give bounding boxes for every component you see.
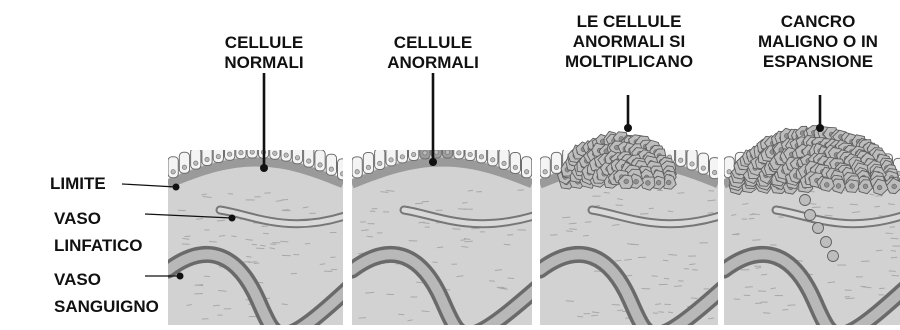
- epithelial-cell: [281, 140, 291, 161]
- epithelial-cell: [292, 143, 302, 164]
- leader-dot: [816, 124, 824, 132]
- stage-label-abnormal-cells: CELLULE ANORMALI: [368, 33, 498, 73]
- epithelial-cell: [315, 150, 325, 171]
- epithelial-cell: [420, 138, 430, 159]
- epithelial-cell: [270, 138, 280, 159]
- stage-label-malignant-cancer: CANCRO MALIGNO O IN ESPANSIONE: [743, 12, 893, 72]
- epithelial-cell: [375, 148, 385, 169]
- epithelial-cell: [179, 152, 189, 173]
- tissue-panel-2: [352, 137, 552, 325]
- epithelial-cell: [510, 152, 520, 173]
- abnormal-cell-cluster: [557, 131, 676, 190]
- stage-label-normal-cells: CELLULE NORMALI: [199, 33, 329, 73]
- malignant-tumor: [729, 126, 900, 196]
- epithelial-cell: [363, 152, 373, 173]
- leader-dot: [260, 164, 268, 172]
- epithelial-cell: [540, 157, 550, 178]
- epithelial-cell: [386, 145, 396, 166]
- epithelial-cell: [676, 145, 686, 166]
- leader-dot: [429, 158, 437, 166]
- epithelial-cell: [191, 148, 201, 169]
- epithelial-cell: [442, 137, 452, 158]
- epithelial-cell: [409, 140, 419, 161]
- epithelial-cell: [338, 159, 348, 180]
- epithelial-cell: [551, 152, 561, 173]
- epithelial-cell: [454, 138, 464, 159]
- leader-dot: [624, 124, 632, 132]
- epithelial-cell: [710, 158, 720, 179]
- stage-label-abnormal-cells-multiply: LE CELLULE ANORMALI SI MOLTIPLICANO: [549, 12, 709, 72]
- epithelial-cell: [499, 148, 509, 169]
- structure-label-lymph-vessel: VASO LINFATICO: [54, 205, 164, 259]
- epithelial-cell: [326, 154, 336, 175]
- structure-label-blood-vessel: VASO SANGUIGNO: [54, 266, 164, 320]
- epithelial-cell: [488, 145, 498, 166]
- epithelial-cell: [397, 142, 407, 163]
- epithelial-cell: [247, 137, 257, 158]
- epithelial-cell: [465, 140, 475, 161]
- epithelial-cell: [698, 153, 708, 174]
- epithelial-cell: [476, 142, 486, 163]
- epithelial-cell: [168, 157, 178, 178]
- blood-leader-dot: [177, 273, 184, 280]
- structure-label-boundary: LIMITE: [50, 174, 145, 194]
- epithelial-cell: [304, 146, 314, 167]
- epithelial-cell: [236, 138, 246, 159]
- epithelial-cell: [687, 149, 697, 170]
- epithelial-cell: [225, 139, 235, 160]
- boundary-leader-dot: [173, 184, 180, 191]
- lymph-leader-dot: [229, 215, 236, 222]
- epithelial-cell: [202, 145, 212, 166]
- epithelial-cell: [352, 157, 362, 178]
- epithelial-cell: [213, 142, 223, 163]
- epithelial-cell: [522, 157, 532, 178]
